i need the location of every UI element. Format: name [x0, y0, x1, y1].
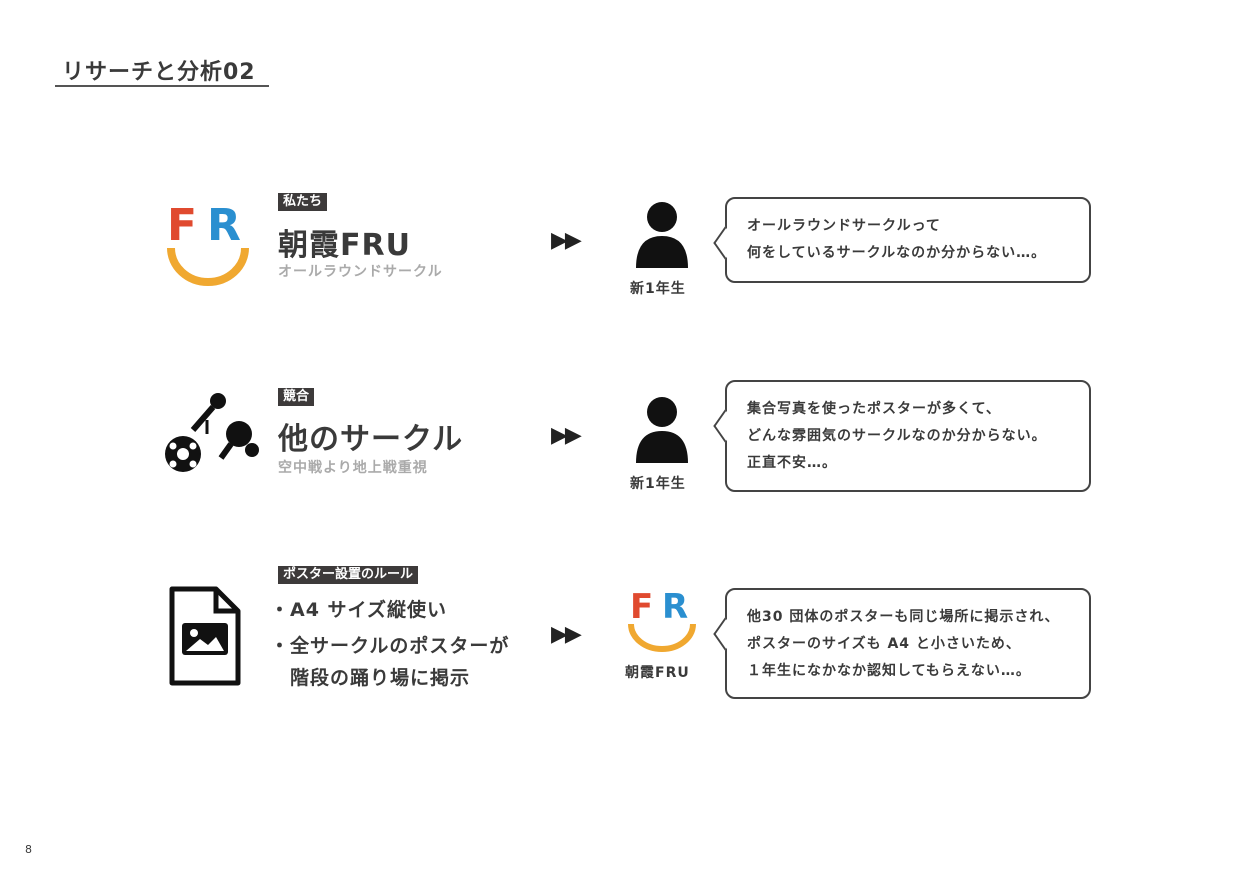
audience-label: 新1年生 — [630, 281, 686, 297]
competitor-subtitle: 空中戦より地上戦重視 — [278, 460, 428, 476]
person-icon — [636, 397, 688, 463]
svg-text:R: R — [207, 200, 241, 251]
svg-text:R: R — [662, 587, 688, 627]
sports-music-icon — [165, 393, 259, 472]
fru-logo-small: F R — [628, 587, 696, 652]
bubble-line: どんな雰囲気のサークルなのか分からない。 — [747, 428, 1047, 444]
competitor-name: 他のサークル — [278, 422, 464, 457]
double-arrow-icon: ▶▶ — [551, 622, 582, 647]
page-title: リサーチと分析02 — [62, 60, 256, 85]
tag-poster-rules: ポスター設置のルール — [278, 566, 419, 584]
audience-label: 新1年生 — [630, 476, 686, 492]
bubble-line: 何をしているサークルなのか分からない…。 — [747, 245, 1047, 261]
speech-bubble: オールラウンドサークルって 何をしているサークルなのか分からない…。 — [725, 197, 1091, 283]
double-arrow-icon: ▶▶ — [551, 423, 582, 448]
rule-item: ・A4 サイズ縦使い — [270, 599, 447, 621]
tag-competitor: 競合 — [278, 388, 315, 406]
circle-subtitle: オールラウンドサークル — [278, 264, 443, 280]
poster-rules-list: ・A4 サイズ縦使い ・全サークルのポスターが 階段の踊り場に掲示 — [270, 594, 509, 694]
title-underline — [55, 85, 269, 87]
image-file-icon — [169, 586, 241, 686]
bubble-line: １年生になかなか認知してもらえない…。 — [747, 663, 1031, 679]
speech-bubble: 集合写真を使ったポスターが多くて、 どんな雰囲気のサークルなのか分からない。 正… — [725, 380, 1091, 492]
fru-logo: F R — [167, 200, 249, 286]
bubble-line: オールラウンドサークルって — [747, 218, 941, 234]
page-number: 8 — [25, 843, 32, 856]
bubble-line: ポスターのサイズも A4 と小さいため、 — [747, 636, 1021, 652]
rule-item: 階段の踊り場に掲示 — [270, 667, 471, 689]
bubble-line: 集合写真を使ったポスターが多くて、 — [747, 401, 1001, 417]
audience-label: 朝霞FRU — [625, 665, 690, 681]
person-icon — [636, 202, 688, 268]
svg-text:F: F — [630, 587, 653, 627]
bubble-line: 他30 団体のポスターも同じ場所に掲示され、 — [747, 609, 1060, 625]
speech-bubble: 他30 団体のポスターも同じ場所に掲示され、 ポスターのサイズも A4 と小さい… — [725, 588, 1091, 699]
svg-text:F: F — [167, 200, 197, 251]
circle-name: 朝霞FRU — [278, 228, 411, 263]
double-arrow-icon: ▶▶ — [551, 228, 582, 253]
bubble-line: 正直不安…。 — [747, 455, 837, 471]
tag-us: 私たち — [278, 193, 328, 211]
rule-item: ・全サークルのポスターが — [270, 635, 510, 657]
